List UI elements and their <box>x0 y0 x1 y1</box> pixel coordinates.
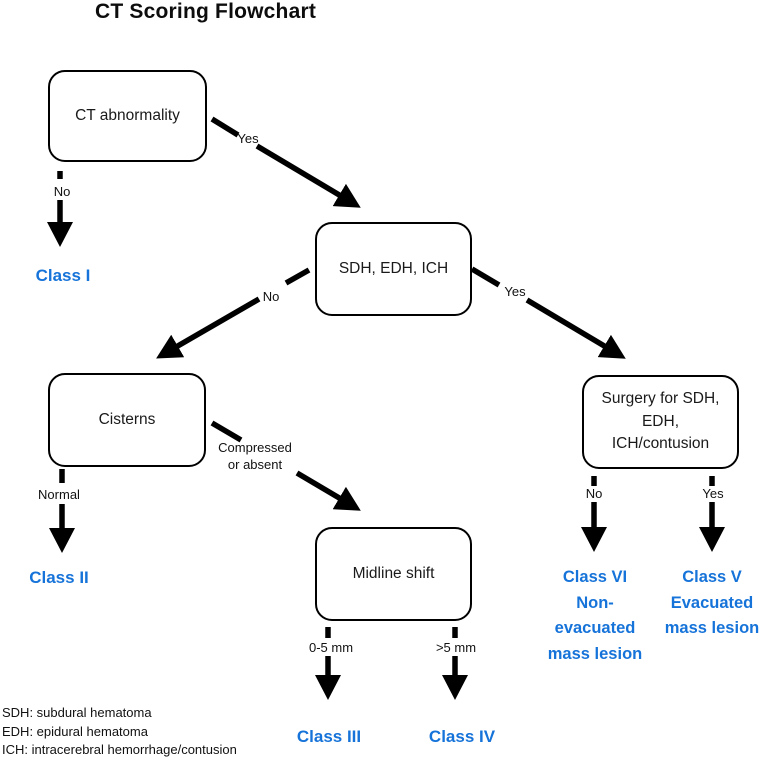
node-cisterns: Cisterns <box>48 373 206 467</box>
edge-label-surgery-no: No <box>585 486 603 501</box>
node-ct-abnormality-label: CT abnormality <box>75 106 180 124</box>
arrow-compressed-seg2 <box>295 470 361 511</box>
node-surgery-label-line1: Surgery for SDH, <box>601 390 720 408</box>
arrow-sdh-no-seg1 <box>284 267 311 286</box>
arrow-ct-yes-seg2 <box>255 143 361 208</box>
node-ct-abnormality: CT abnormality <box>48 70 207 162</box>
node-sdh-edh-ich: SDH, EDH, ICH <box>315 222 472 316</box>
node-cisterns-label: Cisterns <box>98 410 156 428</box>
edge-label-normal: Normal <box>38 487 80 502</box>
arrow-sdh-no-seg2 <box>156 296 261 359</box>
arrow-sdh-yes-seg2 <box>525 297 626 359</box>
legend-line-ich: ICH: intracerebral hemorrhage/contusion <box>2 742 237 757</box>
node-midline-shift: Midline shift <box>315 527 472 621</box>
result-class-ii: Class II <box>29 568 89 587</box>
edge-label-surgery-yes: Yes <box>702 486 724 501</box>
edge-label-ct-yes: Yes <box>237 131 259 146</box>
result-class-vi-line2: Non- <box>576 593 614 612</box>
result-class-v: Class V Evacuated mass lesion <box>665 565 759 642</box>
abbreviation-legend: SDH: subdural hematoma EDH: epidural hem… <box>2 704 237 760</box>
legend-line-edh: EDH: epidural hematoma <box>2 723 148 739</box>
arrow-sdh-yes-seg1 <box>470 266 501 288</box>
arrow-compressed-seg1 <box>210 420 243 443</box>
edge-label-ct-no: No <box>53 184 71 199</box>
legend-line-sdh: SDH: subdural hematoma <box>2 705 152 720</box>
edge-label-compressed-line1: Compressed <box>218 440 292 455</box>
edge-label-compressed-line2: or absent <box>227 457 283 472</box>
edge-label-0-5mm: 0-5 mm <box>308 640 354 655</box>
node-midline-shift-label: Midline shift <box>352 564 435 582</box>
result-class-v-line1: Class V <box>682 568 742 586</box>
node-surgery: Surgery for SDH, EDH, ICH/contusion <box>582 375 739 469</box>
page-title: CT Scoring Flowchart <box>95 0 317 23</box>
node-surgery-label-line2: EDH, <box>641 412 680 430</box>
result-class-iv: Class IV <box>428 727 496 746</box>
edge-label-gt5mm: >5 mm <box>435 640 477 655</box>
node-sdh-edh-ich-label: SDH, EDH, ICH <box>338 259 449 277</box>
result-class-iii: Class III <box>296 727 362 746</box>
result-class-v-line2: Evacuated <box>670 593 754 612</box>
result-class-i: Class I <box>35 266 91 285</box>
result-class-vi-line1: Class VI <box>562 568 628 586</box>
edge-label-sdh-yes: Yes <box>504 284 526 299</box>
result-class-vi-line3: evacuated <box>554 619 636 637</box>
arrow-ct-yes-seg1 <box>210 116 240 138</box>
result-class-vi-line4: mass lesion <box>547 644 643 663</box>
edge-label-sdh-no: No <box>262 289 280 304</box>
node-surgery-label-line3: ICH/contusion <box>611 435 710 453</box>
result-class-vi: Class VI Non- evacuated mass lesion <box>548 565 642 667</box>
result-class-v-line3: mass lesion <box>664 619 760 637</box>
